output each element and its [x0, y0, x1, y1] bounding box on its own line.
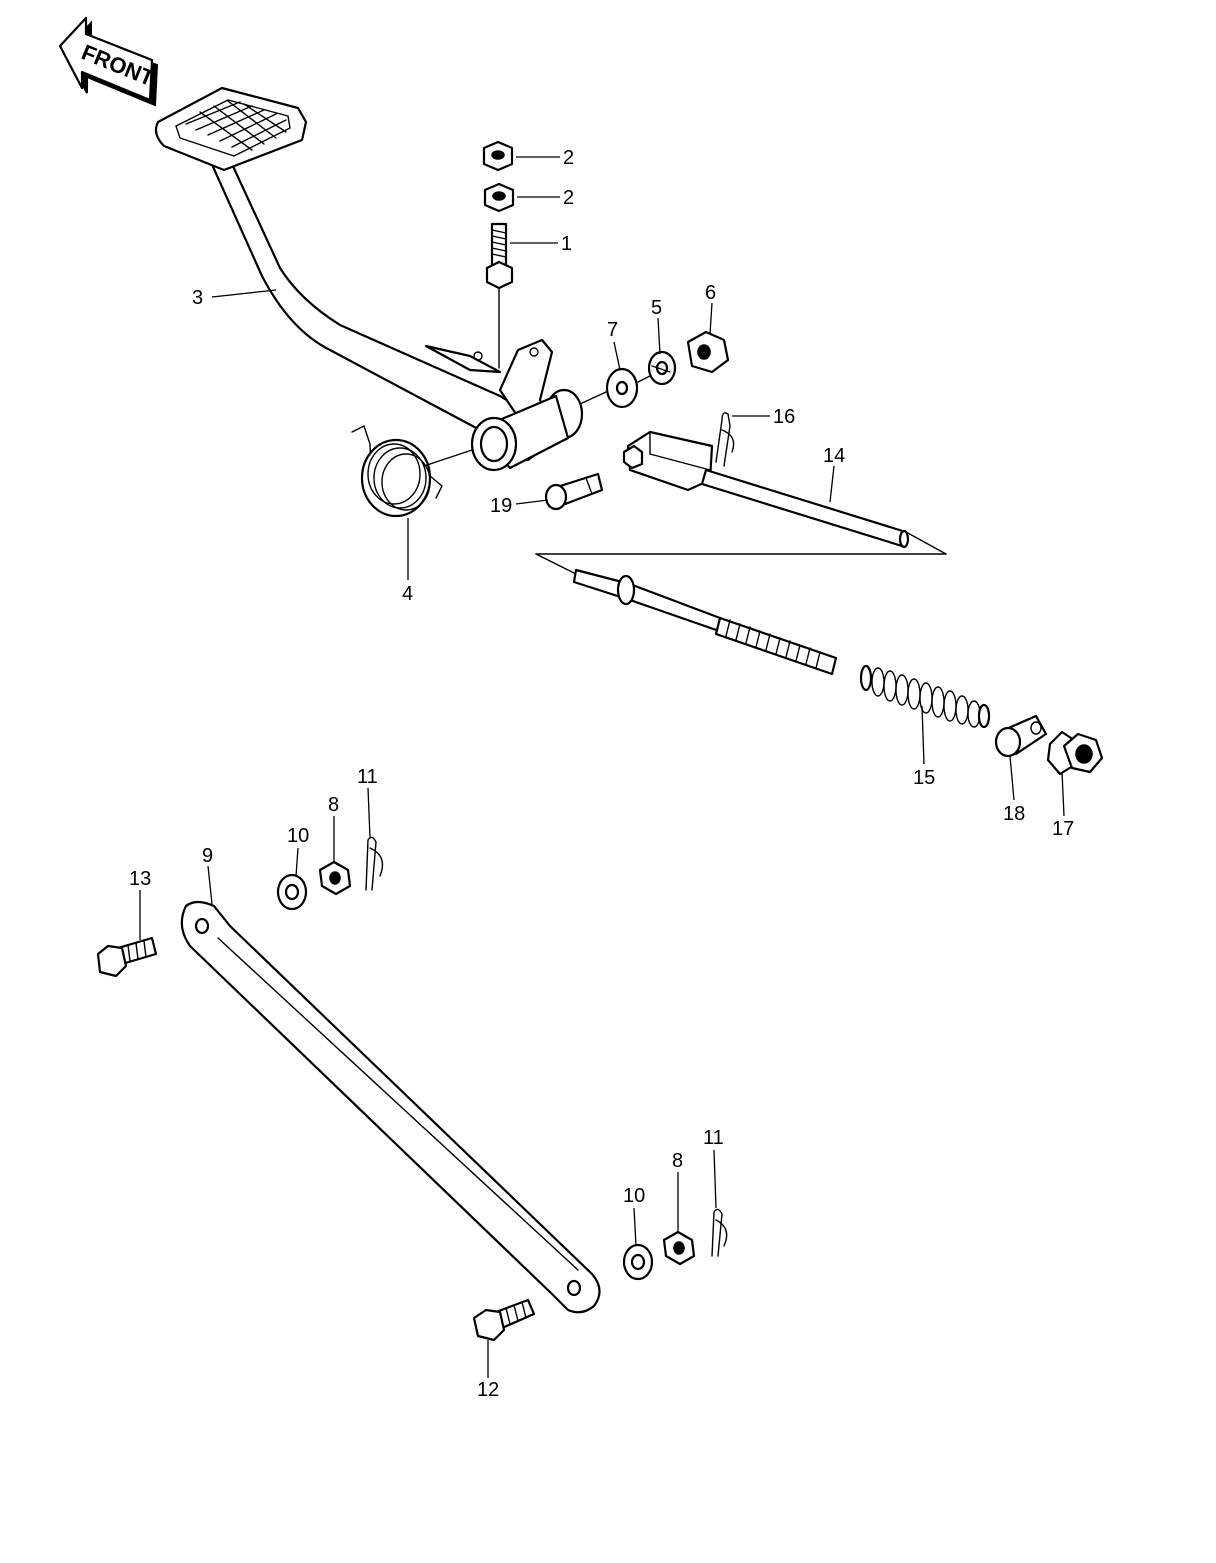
spring-washer: [647, 350, 677, 386]
callout-cap-nut: 6: [705, 282, 716, 304]
nut-link-upper: [318, 860, 352, 896]
callout-clevis-pin: 19: [490, 495, 512, 517]
callout-washer-link-lower: 10: [623, 1185, 645, 1207]
rod-joint: [994, 714, 1048, 758]
nut-upper: [482, 140, 514, 172]
brake-pedal: [154, 86, 584, 472]
callout-cotter-pin-upper: 16: [773, 406, 795, 428]
callout-pivot-bolt: 1: [561, 233, 572, 255]
clevis-pin: [544, 472, 604, 511]
washer-link-lower: [622, 1243, 654, 1281]
cotter-pin-link-lower: [711, 1208, 728, 1257]
callout-rod-spring: 15: [913, 767, 935, 789]
return-spring: [351, 425, 473, 518]
callout-flat-washer: 7: [607, 319, 618, 341]
callout-brake-rod: 14: [823, 445, 845, 467]
bolt-link-lower: [472, 1298, 536, 1342]
callout-rod-joint: 18: [1003, 803, 1025, 825]
washer-link-upper: [276, 873, 308, 911]
pivot-bolt: [485, 222, 514, 369]
front-direction-badge: FRONT: [58, 16, 158, 107]
nut-lower: [483, 182, 515, 213]
callout-bolt-link-lower: 12: [477, 1379, 499, 1401]
cotter-pin-upper: [715, 412, 735, 467]
rod-break-indicator: [535, 531, 947, 577]
callout-cotter-link-upper: 11: [357, 766, 378, 788]
torque-link: [180, 900, 601, 1314]
callout-nut-second: 2: [563, 187, 574, 209]
callout-spring-washer: 5: [651, 297, 662, 319]
callout-brake-pedal: 3: [192, 287, 203, 309]
nut-link-lower: [662, 1230, 696, 1266]
cotter-pin-link-upper: [365, 836, 384, 891]
callout-nut-top: 2: [563, 147, 574, 169]
flat-washer: [605, 367, 639, 409]
leader-lines: [139, 156, 1065, 1378]
callout-return-spring: 4: [402, 583, 413, 605]
callout-washer-link-upper: 10: [287, 825, 309, 847]
bolt-link-upper: [96, 936, 158, 978]
adjusting-nut: [1046, 730, 1104, 776]
rod-clevis: [622, 430, 714, 492]
callout-numbers: 2 2 1 3 4 5 6 7 16 14 19 15 18 17 9 8 11…: [129, 147, 1074, 1401]
callout-adjusting-nut: 17: [1052, 818, 1074, 840]
rod-spring: [859, 664, 991, 729]
callout-nut-link-upper: 8: [328, 794, 339, 816]
callout-torque-link: 9: [202, 845, 213, 867]
threaded-rod-end: [572, 568, 838, 676]
pedal-pad-grip: [175, 99, 291, 157]
callout-nut-link-lower: 8: [672, 1150, 683, 1172]
brake-rod: [700, 468, 910, 549]
callout-cotter-link-lower: 11: [703, 1127, 724, 1149]
cap-nut: [686, 330, 730, 374]
callout-bolt-link-upper: 13: [129, 868, 151, 890]
